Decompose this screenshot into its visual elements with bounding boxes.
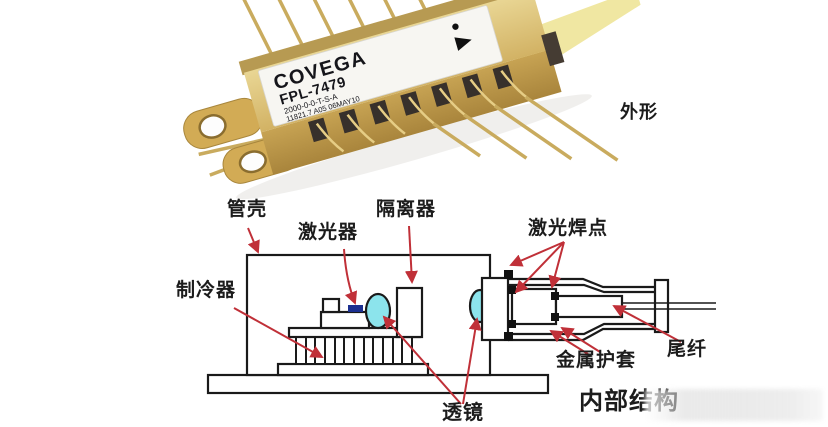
- arrow-lens-1: [382, 315, 462, 405]
- laser-label: 激光器: [298, 222, 359, 243]
- package-back-wall: [238, 0, 533, 76]
- photo-caption: 外形: [620, 102, 658, 122]
- weld-dots: [504, 270, 559, 341]
- submount-block: [319, 310, 371, 330]
- weld-points-label: 激光焊点: [528, 218, 609, 239]
- snout-box: [480, 276, 510, 342]
- arrow-weld-3: [548, 241, 565, 289]
- isolator-box: [395, 286, 424, 339]
- metal-sheath-tube: [508, 277, 656, 342]
- base-plate: [206, 373, 550, 395]
- package-photo: COVEGA FPL-7479 2000-0-0-T-S-A 11821.7 A…: [183, 0, 641, 200]
- sheath-end-flange: [653, 278, 670, 334]
- internal-structure-diagram: [206, 253, 716, 395]
- tec-fins: [295, 336, 413, 365]
- arrow-shell: [247, 227, 260, 254]
- arrow-weld-2: [514, 241, 565, 294]
- arrow-laser: [343, 248, 358, 305]
- annotation-arrows: [233, 225, 682, 405]
- boot-connector: [541, 31, 565, 67]
- package-label: [258, 5, 503, 127]
- arrow-lens-2: [462, 317, 482, 405]
- pigtail-label: 尾纤: [667, 339, 708, 360]
- label-triangle-mark: [454, 37, 472, 51]
- front-pin-blocks: [308, 64, 514, 143]
- label-dot-mark: [452, 23, 459, 30]
- arrow-weld-1: [509, 241, 565, 267]
- monitor-block: [321, 297, 341, 314]
- shell-label: 管壳: [227, 199, 268, 220]
- front-bond-wires: [315, 69, 529, 153]
- arrow-isolator: [404, 225, 418, 284]
- isolator-label: 隔离器: [376, 199, 437, 220]
- tec-bottom-plate: [276, 362, 430, 377]
- arrow-sheath-2: [549, 329, 589, 355]
- arrow-pigtail: [612, 305, 682, 343]
- ferrule-body: [510, 287, 558, 326]
- cooler-label: 制冷器: [176, 280, 237, 301]
- arrow-sheath-1: [560, 326, 601, 353]
- arrow-cooler: [233, 307, 324, 358]
- front-lead-pins: [432, 95, 619, 162]
- package-shadow: [236, 94, 592, 200]
- watermark-blur: [645, 389, 823, 421]
- fiber-lines: [622, 302, 716, 310]
- package-back-pins: [241, 0, 461, 62]
- lens-1: [364, 292, 392, 330]
- metal-sheath-label: 金属护套: [556, 350, 637, 371]
- ferrule-tube: [554, 294, 624, 319]
- laser-chip: [348, 305, 363, 312]
- lens-label: 透镜: [442, 402, 484, 424]
